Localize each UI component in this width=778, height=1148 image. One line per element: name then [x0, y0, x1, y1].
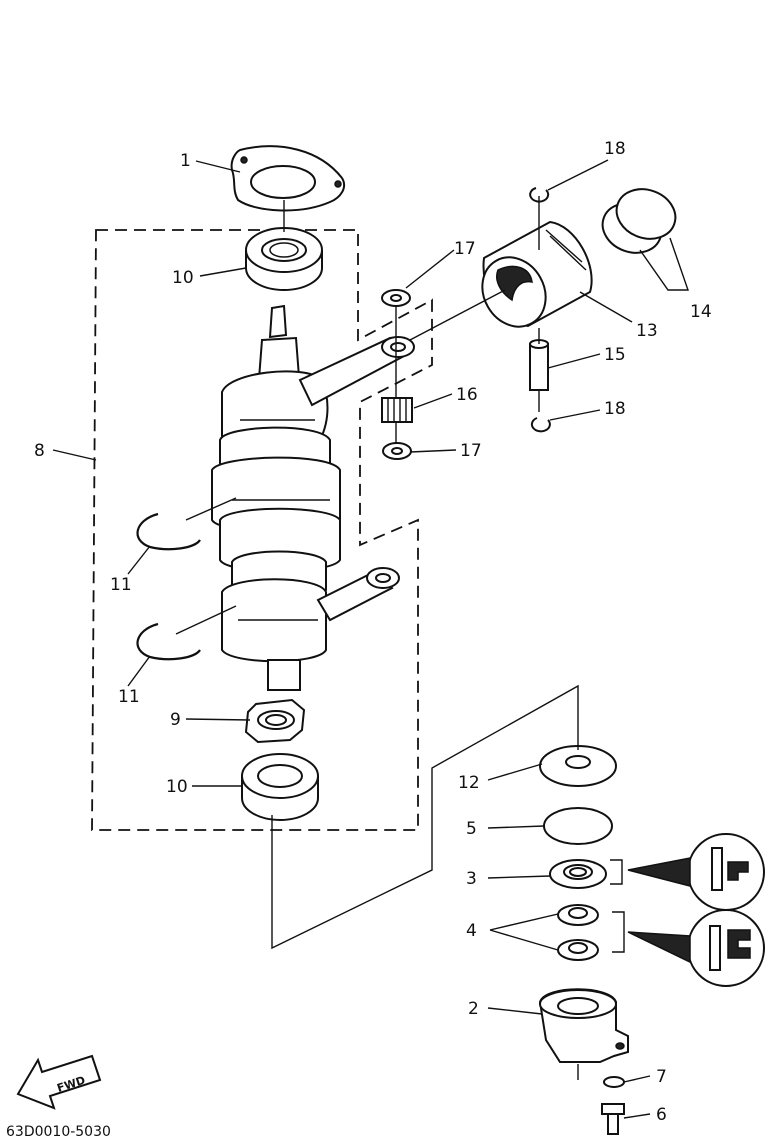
detail-callout-seal-3: [610, 833, 765, 911]
part-12-plate[interactable]: [539, 745, 617, 787]
callout-5: 5: [466, 819, 477, 839]
part-18-lower-clip[interactable]: [530, 417, 551, 433]
part-17-upper-washer[interactable]: [381, 289, 411, 307]
part-7-washer[interactable]: [603, 1076, 625, 1088]
callout-15: 15: [604, 345, 626, 365]
assembly-boundary: [91, 229, 433, 831]
part-16-needle-bearing[interactable]: [381, 397, 413, 423]
callout-17-upper: 17: [454, 239, 476, 259]
callout-3: 3: [466, 869, 477, 889]
figure-code: 63D0010-5030: [6, 1124, 111, 1140]
part-3-oil-seal[interactable]: [549, 859, 607, 889]
callout-8: 8: [34, 441, 45, 461]
fwd-arrow-icon: FWD: [16, 1054, 102, 1110]
part-6-bolt[interactable]: [601, 1103, 625, 1135]
callout-17-lower: 17: [460, 441, 482, 461]
part-11-lower-clip[interactable]: [136, 622, 201, 661]
part-17-lower-washer[interactable]: [382, 442, 412, 460]
part-11-upper-clip[interactable]: [136, 512, 201, 551]
part-10-upper-bearing[interactable]: [245, 227, 323, 291]
callout-labels: 1 2 3 4 5 6 7 8 9 10 10 11 11 12 13 14 1…: [34, 139, 712, 1125]
part-8-crankshaft[interactable]: [211, 304, 415, 691]
callout-16: 16: [456, 385, 478, 405]
callout-18-upper: 18: [604, 139, 626, 159]
part-10-lower-bearing[interactable]: [241, 753, 319, 821]
part-1-plate[interactable]: [230, 145, 346, 212]
part-5-o-ring[interactable]: [543, 807, 613, 845]
callout-10-upper: 10: [172, 268, 194, 288]
callout-10-lower: 10: [166, 777, 188, 797]
part-4-oil-seals[interactable]: [557, 904, 599, 961]
leader-lines: [52, 159, 689, 1119]
detail-callout-seals-4: [612, 909, 765, 987]
part-14-piston-rings[interactable]: [596, 181, 683, 261]
callout-7: 7: [656, 1067, 667, 1087]
callout-9: 9: [170, 710, 181, 730]
part-13-piston[interactable]: [470, 220, 593, 338]
callout-11-lower: 11: [118, 687, 140, 707]
callout-4: 4: [466, 921, 477, 941]
callout-13: 13: [636, 321, 658, 341]
assembly-axis-lines: [271, 196, 579, 1080]
callout-14: 14: [690, 302, 712, 322]
callout-11-upper: 11: [110, 575, 132, 595]
part-15-piston-pin[interactable]: [529, 339, 549, 391]
part-18-upper-clip[interactable]: [529, 187, 550, 203]
callout-18-lower: 18: [604, 399, 626, 419]
callout-2: 2: [468, 999, 479, 1019]
callout-6: 6: [656, 1105, 667, 1125]
part-9-seal[interactable]: [244, 698, 306, 744]
callout-1: 1: [180, 151, 191, 171]
part-2-housing[interactable]: [538, 988, 629, 1063]
callout-12: 12: [458, 773, 480, 793]
